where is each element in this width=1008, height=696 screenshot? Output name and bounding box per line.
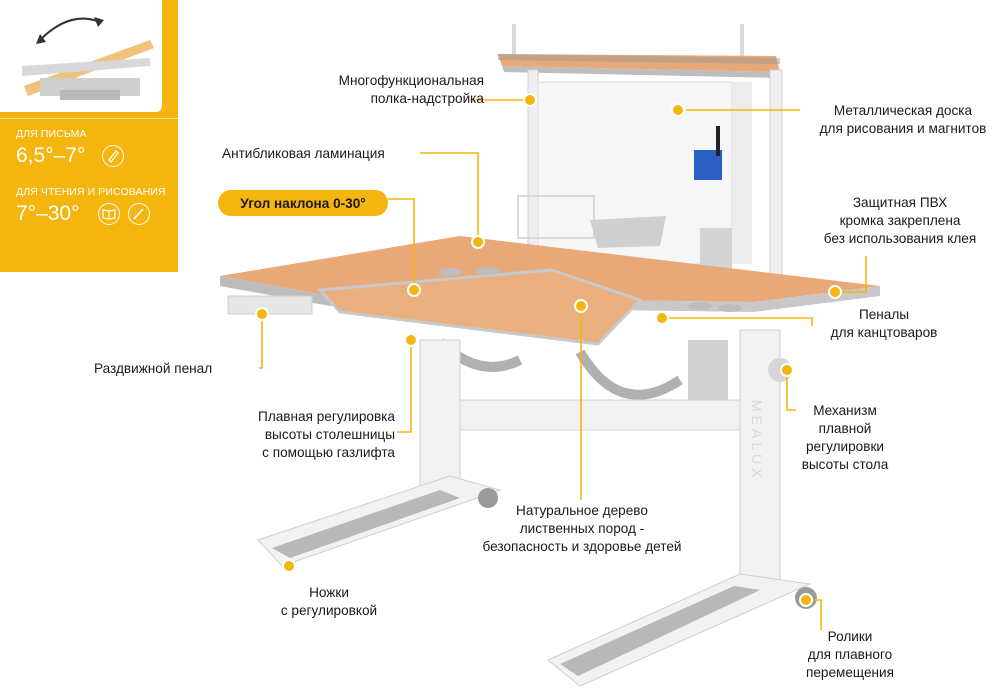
label-line: перемещения	[805, 665, 894, 680]
label-line: высоты стола	[801, 457, 889, 472]
writing-caption: ДЛЯ ПИСЬМА	[16, 128, 87, 140]
label-line: регулировки	[806, 439, 884, 454]
label-pencil: Пеналы для канцтоваров	[804, 306, 964, 342]
label-line: для канцтоваров	[830, 325, 938, 340]
book-icon	[98, 203, 120, 225]
label-board: Металлическая доска для рисования и магн…	[798, 102, 1008, 138]
reading-caption: ДЛЯ ЧТЕНИЯ И РИСОВАНИЯ	[16, 186, 166, 198]
label-line: Пеналы	[858, 307, 910, 322]
label-line: Защитная ПВХ	[852, 195, 948, 210]
brand-text: MEALUX	[749, 400, 765, 482]
shelf	[498, 24, 780, 78]
tilt-illustration	[0, 0, 162, 112]
label-line: для плавного	[807, 647, 893, 662]
label-legs: Ножки с регулировкой	[254, 584, 404, 620]
label-line: Многофункциональная	[338, 73, 484, 88]
label-wood: Натуральное дерево лиственных пород - бе…	[460, 502, 704, 556]
label-line: без использования клея	[823, 231, 977, 246]
label-line: с регулировкой	[280, 603, 378, 618]
label-line: Механизм	[813, 403, 877, 418]
label-mechanism: Механизм плавной регулировки высоты стол…	[790, 402, 900, 474]
label-line: лиственных пород -	[519, 521, 645, 536]
callout-lines	[259, 99, 867, 630]
label-line: Металлическая доска	[833, 103, 973, 118]
label-line: с помощью газлифта	[262, 445, 395, 460]
callout-dots	[255, 93, 842, 607]
label-shelf: Многофункциональная полка-надстройка	[339, 72, 484, 108]
label-line: Натуральное дерево	[516, 503, 648, 518]
reading-angle: 7°–30°	[16, 202, 80, 225]
legs: MEALUX	[257, 329, 817, 687]
label-line: высоты столешницы	[264, 427, 395, 442]
label-line: безопасность и здоровье детей	[482, 539, 682, 554]
label-line: для рисования и магнитов	[819, 121, 987, 136]
tilt-info-panel: ДЛЯ ПИСЬМА 6,5°–7° ДЛЯ ЧТЕНИЯ И РИСОВАНИ…	[0, 0, 178, 272]
writing-angle: 6,5°–7°	[16, 144, 86, 167]
label-drawer: Раздвижной пенал	[94, 361, 213, 376]
label-line: полка-надстройка	[370, 91, 484, 106]
label-gaslift: Плавная регулировка высоты столешницы с …	[258, 408, 395, 462]
desktop	[220, 236, 880, 346]
tilt-angle-pill: Угол наклона 0-30°	[218, 190, 388, 216]
label-line: Ножки	[309, 585, 349, 600]
label-line: кромка закреплена	[839, 213, 961, 228]
board-panel	[517, 69, 783, 281]
label-pvc: Защитная ПВХ кромка закреплена без испол…	[800, 194, 1000, 248]
label-line: плавной	[818, 421, 872, 436]
label-antiglare: Антибликовая ламинация	[222, 146, 385, 161]
label-casters: Ролики для плавного перемещения	[780, 628, 920, 682]
label-line: Ролики	[827, 629, 873, 644]
divider	[0, 118, 178, 119]
brush-icon	[128, 203, 150, 225]
pen-icon	[102, 145, 124, 167]
label-line: Плавная регулировка	[258, 409, 395, 424]
